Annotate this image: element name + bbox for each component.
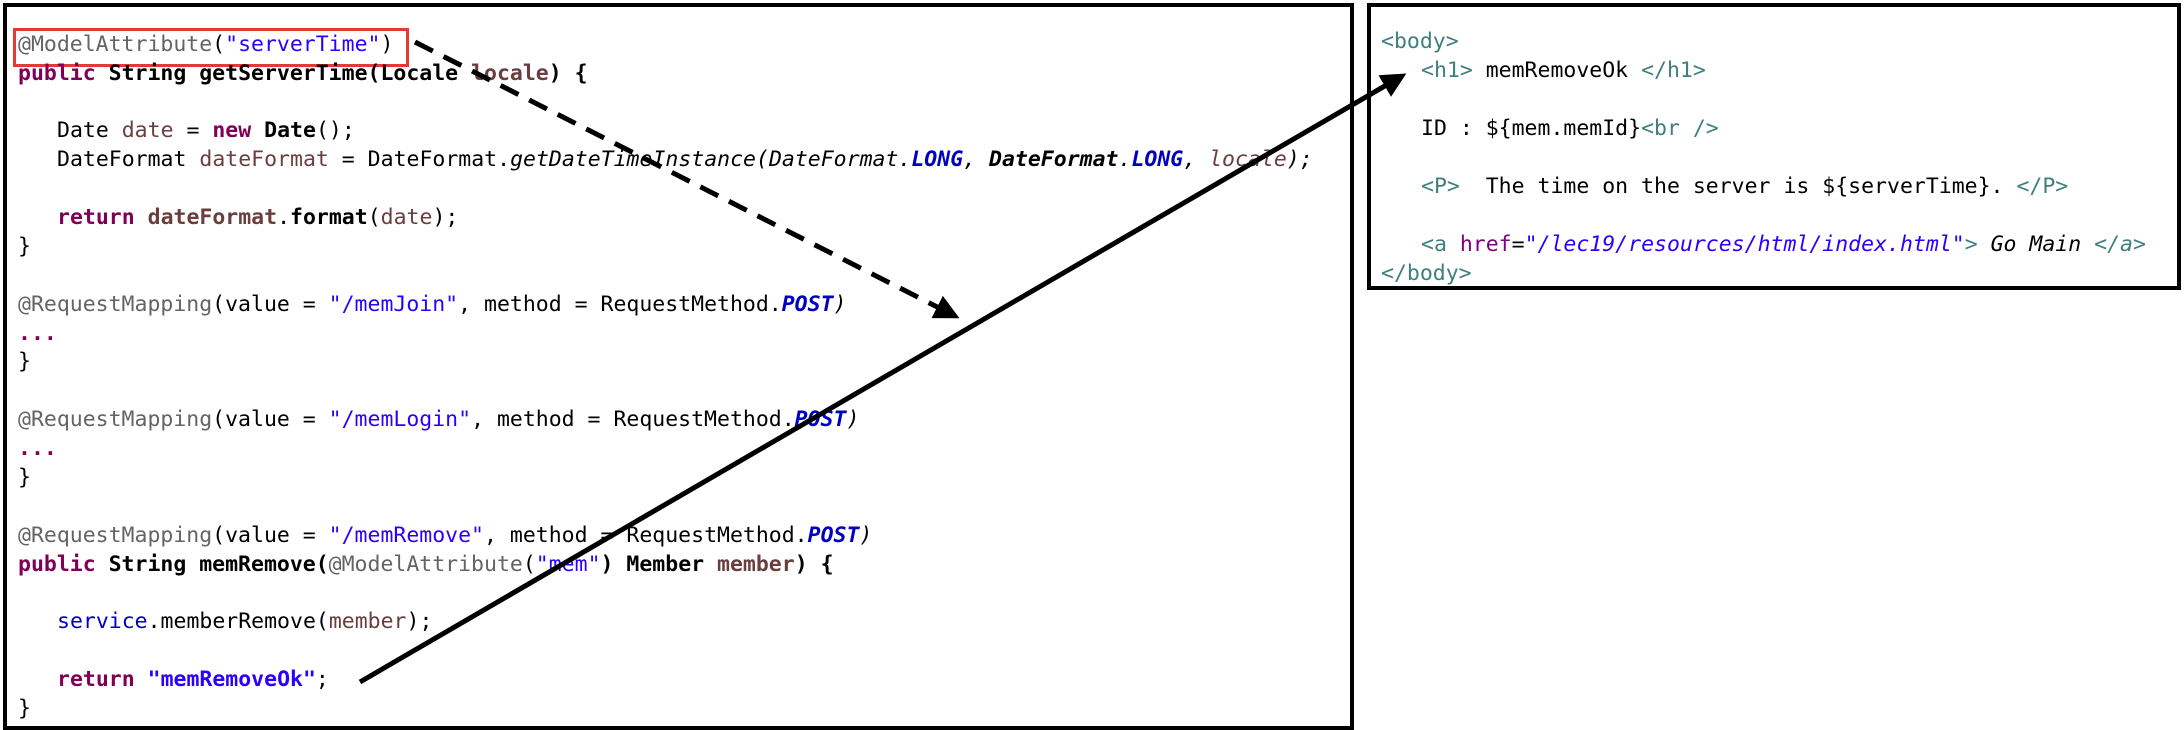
jsp-code-panel: <body> <h1> memRemoveOk </h1> ID : ${mem… (1367, 3, 2181, 290)
html-line-link: <a href="/lec19/resources/html/index.htm… (1421, 232, 2146, 257)
code-line-close-brace: } (18, 234, 31, 259)
code-line-ellipsis: ... (18, 321, 57, 346)
code-line-return-view: return "memRemoveOk"; (57, 667, 329, 692)
code-line-mem-remove-method: public String memRemove(@ModelAttribute(… (18, 552, 834, 577)
annotation: @ModelAttribute (18, 32, 213, 57)
highlight-box (13, 28, 409, 67)
solid-arrow (358, 73, 1407, 685)
html-line-id: ID : ${mem.memId}<br /> (1421, 116, 1719, 141)
code-line-mem-login-mapping: @RequestMapping(value = "/memLogin", met… (18, 407, 860, 432)
html-line-body-open: <body> (1381, 29, 1459, 54)
code-line-close-brace: } (18, 465, 31, 490)
code-line-get-server-time: public String getServerTime(Locale local… (18, 61, 588, 86)
code-line-close-brace: } (18, 349, 31, 374)
html-line-paragraph: <P> The time on the server is ${serverTi… (1421, 174, 2069, 199)
html-line-body-close: </body> (1381, 261, 1472, 286)
code-line-date-format: DateFormat dateFormat = DateFormat.getDa… (57, 147, 1313, 172)
code-line-ellipsis: ... (18, 436, 57, 461)
code-line-date: Date date = new Date(); (57, 118, 355, 143)
string-literal: "serverTime" (225, 32, 381, 57)
html-line-h1: <h1> memRemoveOk </h1> (1421, 58, 1706, 83)
code-line-return-format: return dateFormat.format(date); (57, 205, 459, 230)
code-line-close-brace: } (18, 696, 31, 721)
code-line-mem-join-mapping: @RequestMapping(value = "/memJoin", meth… (18, 292, 847, 317)
code-line-model-attribute: @ModelAttribute("serverTime") (18, 32, 394, 57)
dashed-arrow (413, 39, 960, 319)
code-line-service-call: service.memberRemove(member); (57, 609, 433, 634)
